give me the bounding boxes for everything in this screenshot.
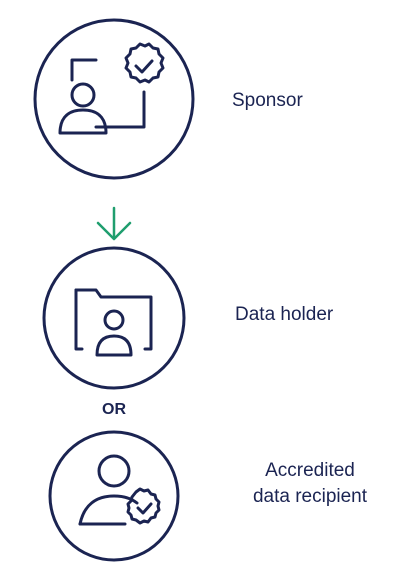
or-connector: OR <box>102 401 126 418</box>
sponsor-circle-outline <box>33 18 195 180</box>
person-with-verified-badge-icon <box>58 42 165 135</box>
person-verified-icon <box>78 454 161 526</box>
arrow-down-icon <box>96 206 132 241</box>
data-holder-circle-outline <box>42 246 186 390</box>
accredited-label-line2: data recipient <box>252 486 368 507</box>
sponsor-label: Sponsor <box>232 90 303 111</box>
data-holder-label: Data holder <box>235 304 334 325</box>
folder-person-icon <box>74 288 153 357</box>
accredited-label-line1: Accredited <box>265 460 355 481</box>
